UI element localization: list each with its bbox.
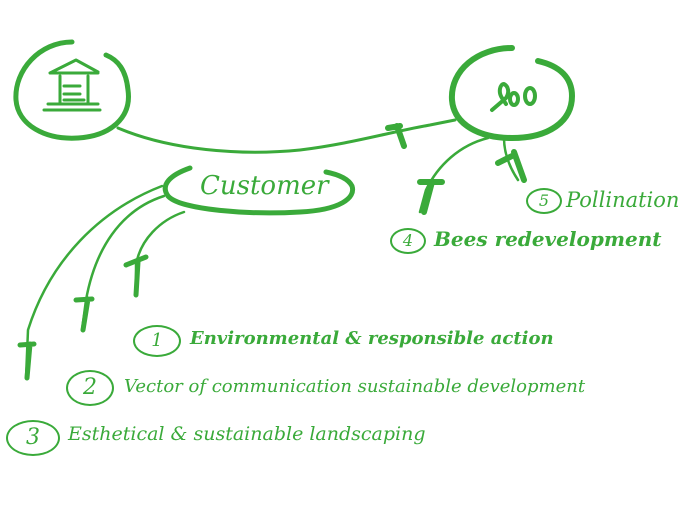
- customer-node[interactable]: [162, 165, 356, 216]
- tick-item-2: [73, 296, 95, 333]
- item-4-label: Bees redevelopment: [434, 227, 662, 251]
- beehive-icon: [42, 58, 102, 112]
- item-3-label: Esthetical & sustainable landscaping: [68, 423, 426, 445]
- branch-item-3: [24, 184, 164, 380]
- tick-item-5: [495, 149, 527, 183]
- tick-item-1: [123, 254, 149, 298]
- bee-circle: [448, 45, 575, 141]
- customer-label: Customer: [200, 171, 329, 201]
- item-1-number: 1: [133, 325, 181, 357]
- tick-item-4: [417, 179, 445, 215]
- item-3-number: 3: [6, 420, 60, 456]
- branch-item-2: [80, 194, 166, 332]
- bee-node[interactable]: [448, 45, 575, 141]
- item-2-number: 2: [66, 370, 114, 406]
- branch-item-4: [418, 136, 490, 214]
- item-5-label: Pollination: [566, 188, 680, 212]
- beehive-node[interactable]: [13, 39, 131, 141]
- item-5-number: 5: [526, 188, 562, 214]
- customer-ellipse: [162, 165, 356, 216]
- item-2-label: Vector of communication sustainable deve…: [124, 376, 586, 397]
- bee-icon: [490, 82, 537, 112]
- branch-item-1: [134, 210, 186, 297]
- beehive-circle: [13, 39, 131, 141]
- item-4-number: 4: [390, 228, 426, 254]
- item-1-label: Environmental & responsible action: [190, 328, 554, 349]
- arrow-tick-bees: [385, 123, 407, 149]
- tick-item-3: [17, 341, 37, 381]
